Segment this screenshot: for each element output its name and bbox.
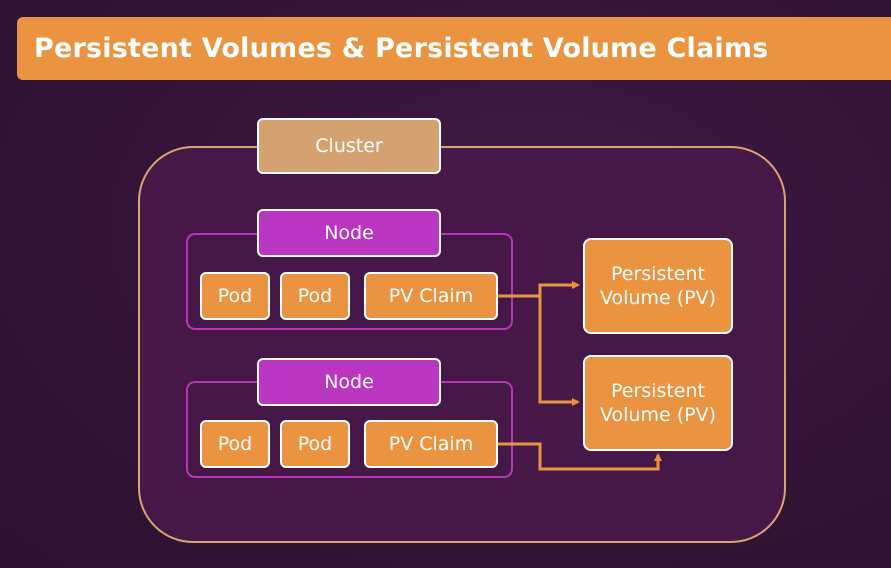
cluster-label: Cluster (257, 118, 441, 174)
arrow-claim1-to-pv2 (538, 296, 580, 406)
node-label-1: Node (257, 209, 441, 257)
pod-1-1: Pod (200, 272, 270, 320)
persistent-volume-1-line2: Volume (PV) (600, 287, 716, 309)
page-title: Persistent Volumes & Persistent Volume C… (34, 33, 769, 64)
pod-2-1: Pod (200, 420, 270, 468)
arrow-claim1-to-pv1 (498, 281, 580, 298)
persistent-volume-1-line1: Persistent (611, 263, 705, 285)
persistent-volume-1: Persistent Volume (PV) (583, 238, 733, 334)
persistent-volume-2-line2: Volume (PV) (600, 404, 716, 426)
pv-claim-2: PV Claim (364, 420, 498, 468)
persistent-volume-2: Persistent Volume (PV) (583, 355, 733, 451)
node-label-2: Node (257, 358, 441, 406)
pod-1-2: Pod (280, 272, 350, 320)
title-bar: Persistent Volumes & Persistent Volume C… (17, 17, 891, 80)
pv-claim-1: PV Claim (364, 272, 498, 320)
arrow-claim2-to-pv2 (498, 442, 662, 471)
persistent-volume-2-line1: Persistent (611, 380, 705, 402)
pod-2-2: Pod (280, 420, 350, 468)
